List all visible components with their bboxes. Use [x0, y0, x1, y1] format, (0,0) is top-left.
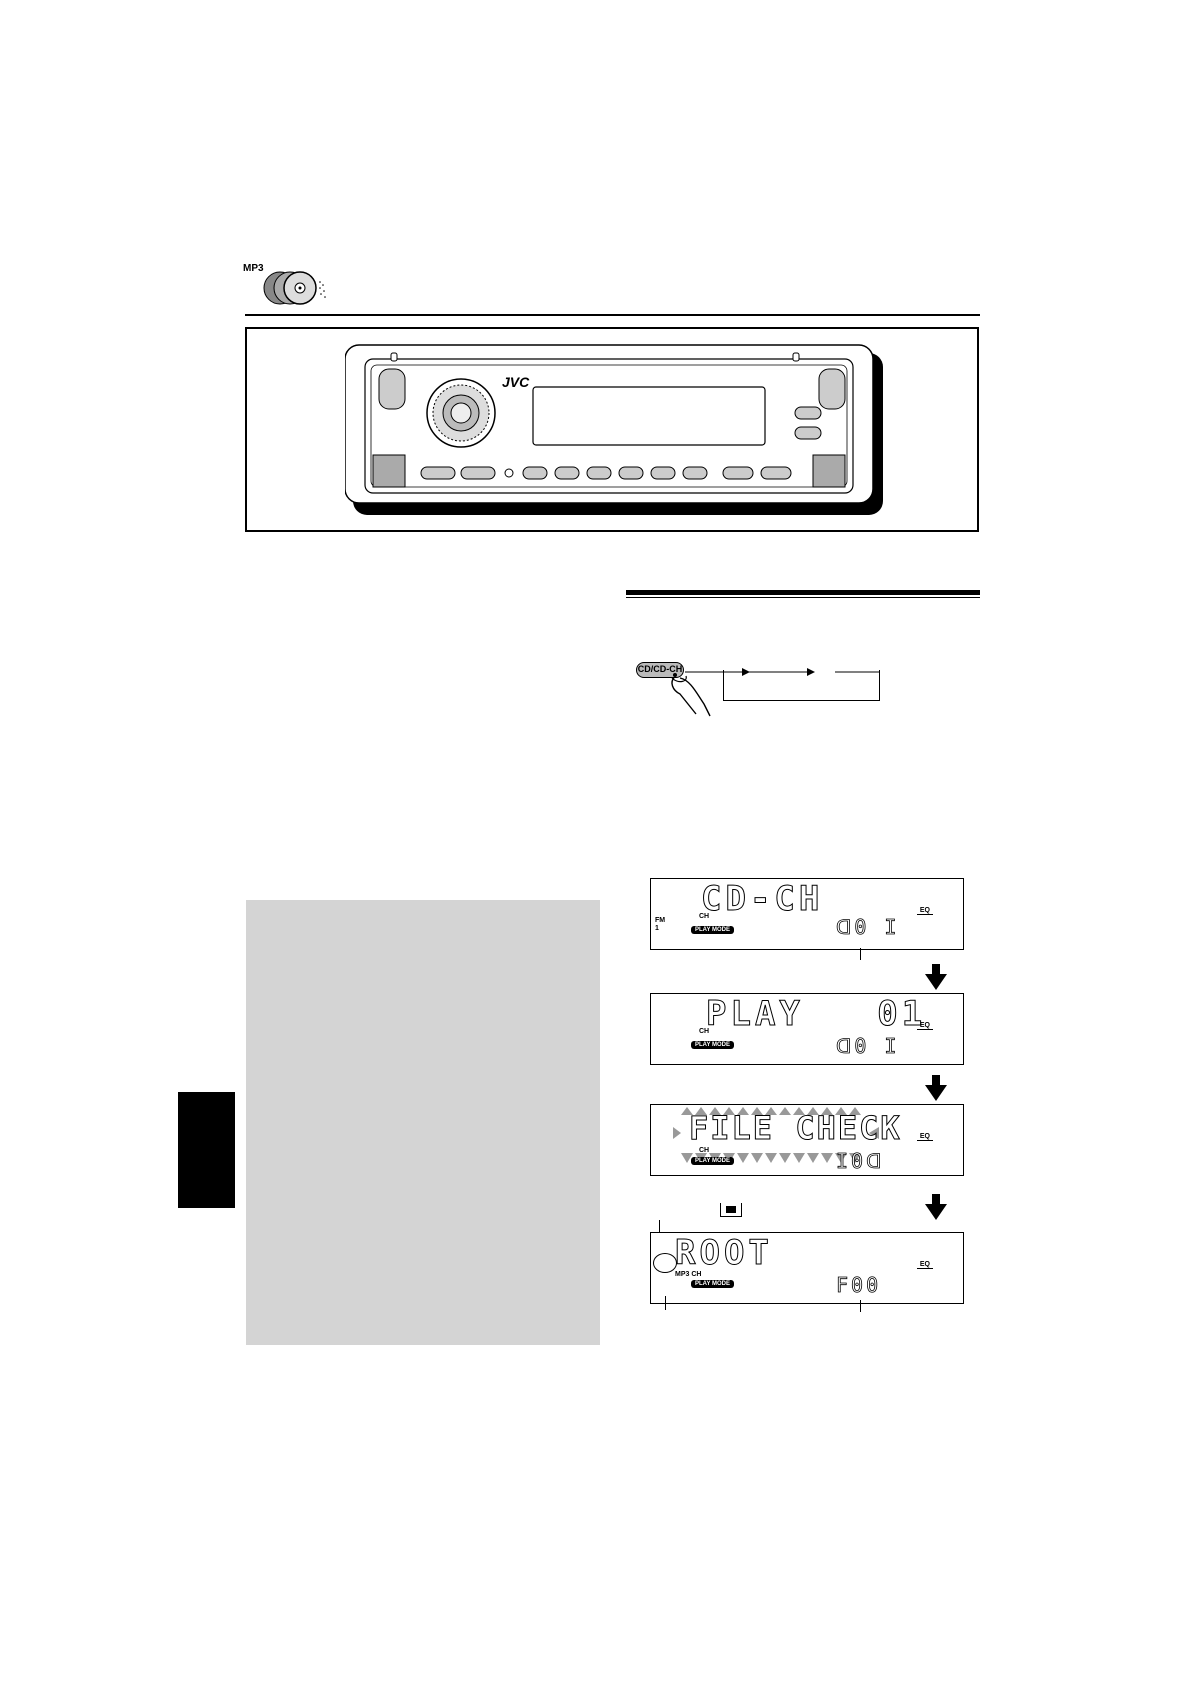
down-arrow-icon	[925, 964, 947, 990]
eq-indicator: EQ	[916, 1022, 933, 1030]
eq-indicator: EQ	[916, 907, 933, 915]
band-indicator: 1	[655, 925, 659, 932]
callout-line	[860, 948, 861, 960]
display-main-text: ROOT	[675, 1233, 773, 1274]
display-sub-text: F00	[836, 1273, 882, 1298]
mode-flow-return-line	[723, 670, 880, 701]
lcd-display-file-check: FILE CHECK CH PLAY MODE EQ I0ᗡ	[650, 1104, 964, 1176]
display-sub-text: ᗡ0 I	[836, 1034, 900, 1059]
language-side-tab	[178, 1092, 235, 1208]
mp3-ch-indicator: MP3 CH	[675, 1271, 702, 1278]
play-mode-indicator: PLAY MODE	[691, 1041, 735, 1049]
eq-indicator: EQ	[916, 1133, 933, 1141]
callout-line	[665, 1296, 666, 1310]
header-rule	[245, 314, 980, 316]
finger-press-icon	[671, 673, 711, 717]
mp3-label: MP3	[243, 263, 264, 274]
display-main-text: FILE CHECK	[689, 1109, 902, 1148]
cd-cd-ch-button[interactable]: CD/CD-CH	[636, 662, 684, 678]
play-mode-indicator: PLAY MODE	[691, 926, 735, 934]
display-sub-text: I0ᗡ	[836, 1149, 885, 1174]
down-arrow-icon	[925, 1194, 947, 1220]
disc-stack-icon	[263, 271, 326, 305]
play-mode-indicator: PLAY MODE	[691, 1280, 735, 1288]
display-main-text: CD-CH	[700, 879, 824, 920]
callout-line	[860, 1300, 861, 1312]
car-stereo-faceplate	[345, 344, 883, 515]
section-rule-thin	[626, 597, 980, 598]
fm-indicator: FM	[655, 917, 666, 924]
display-sub-text: ᗡ0 I	[836, 915, 900, 940]
note-box	[246, 900, 600, 1345]
lcd-display-root: ROOT MP3 CH PLAY MODE EQ F00	[650, 1232, 964, 1304]
ch-indicator: CH	[699, 1147, 710, 1154]
play-mode-indicator: PLAY MODE	[691, 1157, 735, 1165]
ch-indicator: CH	[699, 1028, 710, 1035]
section-rule	[626, 590, 980, 595]
display-main-text: PLAY 01	[705, 994, 927, 1035]
brand-logo: JVC	[502, 374, 530, 390]
folder-indicator-icon	[653, 1253, 677, 1273]
lcd-display-play: PLAY 01 CH PLAY MODE EQ ᗡ0 I	[650, 993, 964, 1065]
eq-indicator: EQ	[916, 1261, 933, 1269]
ch-indicator: CH	[699, 913, 710, 920]
mode-flow-diagram	[685, 668, 879, 676]
lcd-display-cd-ch: CD-CH FM 1 CH PLAY MODE EQ ᗡ0 I	[650, 878, 964, 950]
folder-icon	[720, 1203, 742, 1217]
down-arrow-icon	[925, 1075, 947, 1101]
blink-burst-icon	[673, 1107, 879, 1163]
